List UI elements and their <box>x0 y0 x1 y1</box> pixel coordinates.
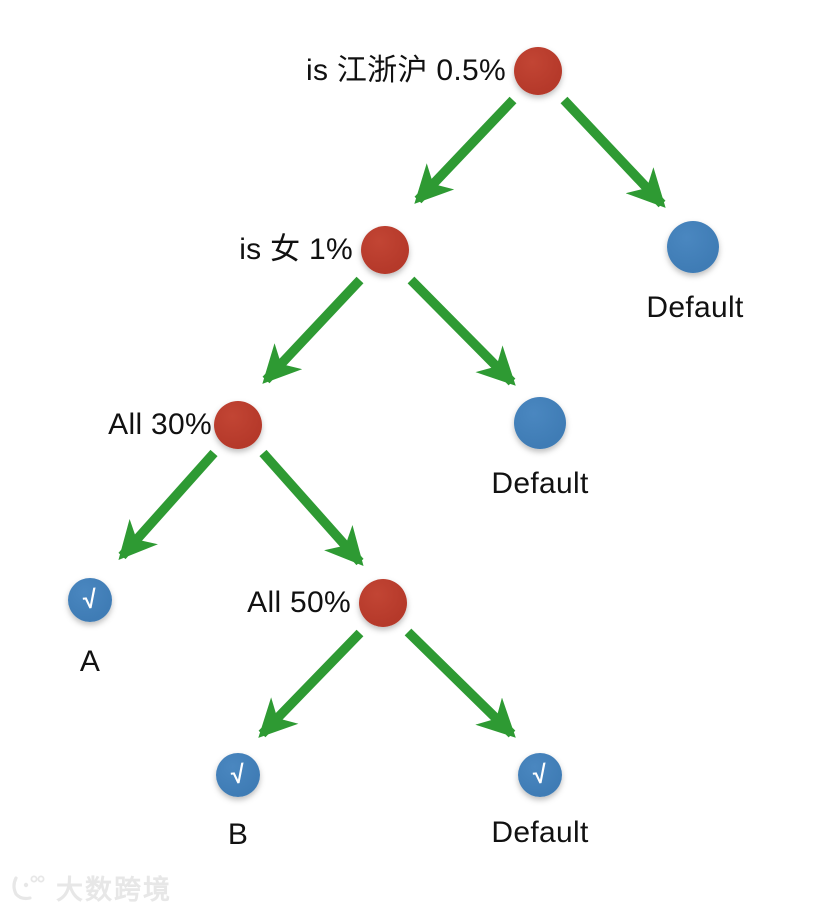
edge-root-default1 <box>560 96 666 208</box>
node-label-all30: All 30% <box>108 408 212 441</box>
edge-all30-all50 <box>259 449 364 566</box>
edge-female-all30 <box>262 276 364 384</box>
edge-root-female <box>414 96 517 204</box>
edge-all50-b <box>258 629 364 738</box>
edge-all50-default3 <box>404 628 516 738</box>
node-label-root: is 江浙沪 0.5% <box>305 54 506 87</box>
check-icon: √ <box>81 584 99 615</box>
node-a-leaf: √ <box>68 578 112 622</box>
node-root-decision <box>514 47 562 95</box>
node-label-default: Default <box>491 816 589 849</box>
node-female-decision <box>361 226 409 274</box>
node-label-b: B <box>227 818 249 851</box>
node-default-leaf <box>514 397 566 449</box>
watermark-logo-icon <box>12 875 45 900</box>
edge-female-default2 <box>407 276 516 386</box>
node-label-a: A <box>79 645 101 678</box>
watermark-text: 大数跨境 <box>56 875 172 905</box>
check-icon: √ <box>229 759 247 790</box>
node-label-default: Default <box>646 291 744 324</box>
node-b-leaf: √ <box>216 753 260 797</box>
node-label-default: Default <box>491 467 589 500</box>
edge-all30-a <box>118 449 218 560</box>
node-default-leaf <box>667 221 719 273</box>
node-all50-decision <box>359 579 407 627</box>
node-default-leaf: √ <box>518 753 562 797</box>
node-label-female: is 女 1% <box>239 233 353 266</box>
node-label-all50: All 50% <box>247 586 351 619</box>
watermark: 大数跨境 <box>10 868 172 907</box>
node-all30-decision <box>214 401 262 449</box>
check-icon: √ <box>531 759 549 790</box>
